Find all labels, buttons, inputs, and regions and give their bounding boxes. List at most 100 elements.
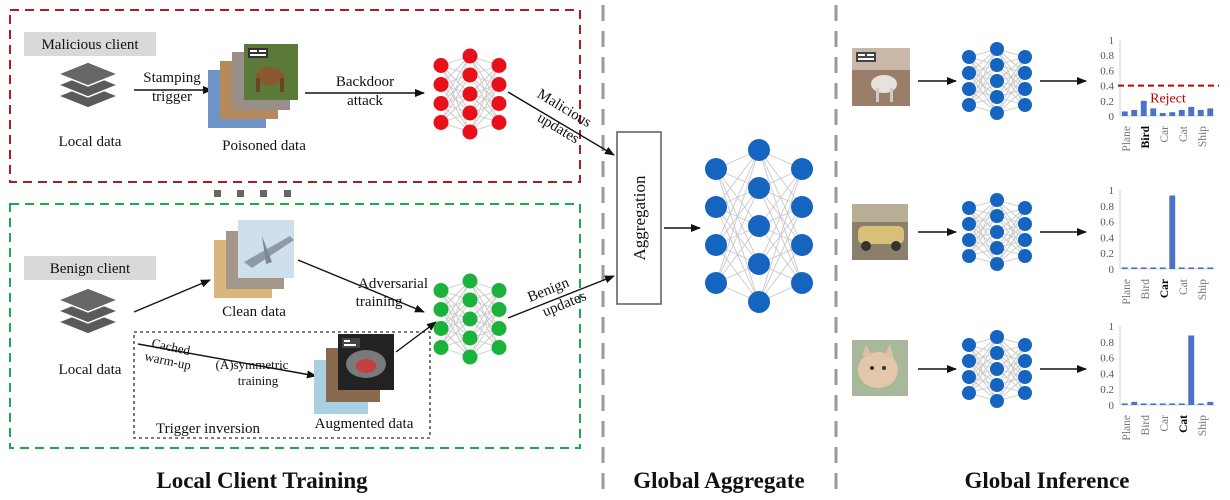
network-edge bbox=[968, 48, 998, 90]
network-node bbox=[962, 354, 976, 368]
network-node bbox=[962, 82, 976, 96]
adversarial-label: Adversarial bbox=[358, 276, 428, 292]
arrow-benign-updates bbox=[507, 275, 615, 319]
y-tick-label: 0.2 bbox=[1100, 248, 1114, 260]
section-title-aggregate: Global Aggregate bbox=[633, 468, 804, 493]
y-tick-label: 0.2 bbox=[1100, 384, 1114, 396]
network-node bbox=[990, 58, 1004, 72]
network-node bbox=[433, 77, 449, 92]
network-edge bbox=[469, 309, 500, 358]
chart-bar bbox=[1131, 109, 1138, 116]
chart-bar bbox=[1188, 106, 1195, 116]
trigger-inversion-label: Trigger inversion bbox=[156, 421, 261, 437]
network-node bbox=[962, 233, 976, 247]
network-edge bbox=[715, 187, 760, 284]
network-node bbox=[748, 139, 770, 161]
reject-label: Reject bbox=[1150, 92, 1186, 107]
chart-bar bbox=[1121, 111, 1128, 116]
arrow-cached-warmup bbox=[137, 343, 317, 379]
network-node bbox=[748, 291, 770, 313]
malicious-network bbox=[433, 48, 507, 140]
inference-network-3 bbox=[962, 330, 1032, 408]
network-edge bbox=[996, 223, 1026, 265]
benign-network bbox=[433, 273, 507, 365]
network-node bbox=[962, 249, 976, 263]
network-edge bbox=[469, 290, 500, 339]
network-node bbox=[791, 158, 813, 180]
network-node bbox=[705, 196, 727, 218]
chart-bar bbox=[1159, 267, 1166, 269]
network-node bbox=[791, 196, 813, 218]
network-node bbox=[433, 302, 449, 317]
chart-bar bbox=[1121, 403, 1128, 405]
network-node bbox=[462, 105, 478, 121]
x-tick-label: Plane bbox=[1121, 415, 1133, 441]
network-node bbox=[748, 215, 770, 237]
malicious-client-label: Malicious client bbox=[41, 37, 139, 53]
network-node bbox=[491, 115, 507, 130]
network-node bbox=[962, 370, 976, 384]
network-node bbox=[962, 201, 976, 215]
benign-client-box bbox=[9, 203, 581, 449]
network-node bbox=[1018, 217, 1032, 231]
network-node bbox=[1018, 201, 1032, 215]
network-node bbox=[433, 96, 449, 111]
x-tick-label: Ship bbox=[1197, 126, 1209, 147]
section-title-local: Local Client Training bbox=[156, 468, 368, 493]
network-node bbox=[1018, 233, 1032, 247]
chart-bar bbox=[1159, 112, 1166, 116]
x-tick-label: Bird bbox=[1140, 279, 1152, 300]
network-edge bbox=[758, 244, 803, 303]
stamping-label: Stamping bbox=[143, 70, 201, 86]
network-edge bbox=[469, 65, 500, 114]
malicious-client-label-bg bbox=[24, 32, 156, 56]
poisoned-image-stack bbox=[208, 44, 298, 128]
network-edge bbox=[469, 290, 500, 358]
network-node bbox=[962, 386, 976, 400]
x-tick-label: Cat bbox=[1178, 125, 1190, 142]
network-node bbox=[990, 394, 1004, 408]
trigger-inversion-box bbox=[133, 331, 431, 439]
network-node bbox=[990, 330, 1004, 344]
x-tick-label: Cat bbox=[1178, 415, 1190, 433]
y-tick-label: 0.6 bbox=[1100, 353, 1114, 365]
network-node bbox=[491, 58, 507, 73]
network-edge bbox=[440, 299, 471, 348]
network-node bbox=[1018, 386, 1032, 400]
network-node bbox=[1018, 354, 1032, 368]
network-node bbox=[433, 340, 449, 355]
aggregation-label: Aggregation bbox=[630, 175, 649, 260]
y-tick-label: 0.4 bbox=[1100, 81, 1114, 93]
chart-bar bbox=[1188, 267, 1195, 269]
network-edge bbox=[996, 344, 1026, 402]
network-node bbox=[990, 362, 1004, 376]
network-edge bbox=[469, 84, 500, 133]
chart-bar bbox=[1178, 267, 1185, 269]
network-edge bbox=[758, 168, 803, 265]
y-tick-label: 0.6 bbox=[1100, 65, 1114, 77]
malicious-local-data-label: Local data bbox=[59, 134, 122, 150]
network-node bbox=[433, 321, 449, 336]
network-node bbox=[990, 346, 1004, 360]
layers-icon bbox=[55, 61, 121, 109]
chart-bar bbox=[1169, 195, 1176, 269]
network-node bbox=[705, 272, 727, 294]
backdoor-label: Backdoor bbox=[336, 74, 394, 90]
network-edge bbox=[996, 360, 1026, 402]
network-node bbox=[491, 283, 507, 298]
section-title-inference: Global Inference bbox=[964, 468, 1129, 493]
network-node bbox=[962, 98, 976, 112]
network-edge bbox=[968, 64, 998, 106]
arrow-to-clean bbox=[133, 279, 211, 313]
network-edge bbox=[715, 149, 760, 208]
network-node bbox=[491, 96, 507, 111]
x-tick-label: Ship bbox=[1197, 415, 1209, 436]
augmented-data-label: Augmented data bbox=[315, 416, 414, 432]
arrow-augmented-to-net bbox=[395, 321, 437, 353]
network-node bbox=[433, 58, 449, 73]
chart-bar bbox=[1150, 108, 1157, 116]
network-node bbox=[990, 241, 1004, 255]
y-tick-label: 0.8 bbox=[1100, 337, 1114, 349]
